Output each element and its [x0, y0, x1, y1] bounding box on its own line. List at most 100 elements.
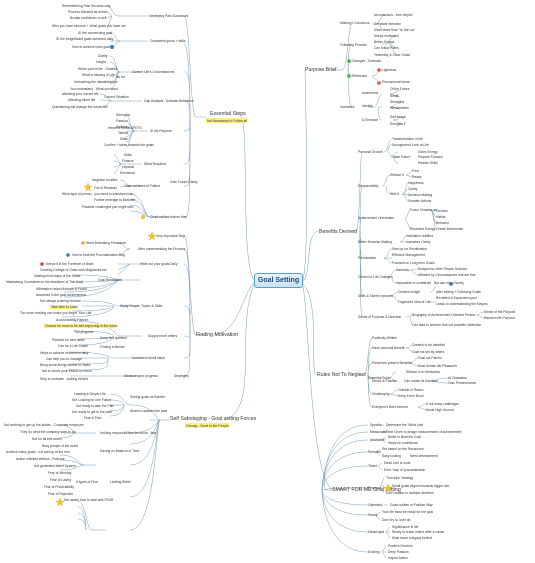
node[interactable]: With it — [390, 192, 399, 196]
node[interactable]: Much more than 'Yo the Lot' — [374, 28, 415, 32]
node[interactable]: The progress — [74, 330, 94, 334]
node[interactable]: Desire & Passion — [372, 379, 397, 383]
node[interactable]: Transformation in life — [392, 137, 423, 141]
node[interactable]: Error 'trap' of procrastination — [384, 468, 426, 472]
node[interactable]: Support from others — [148, 334, 177, 338]
node[interactable]: Determine the 'What' part — [386, 423, 423, 427]
node[interactable]: # types of Fear — [76, 480, 99, 484]
node[interactable]: Don't try to 'over do' — [382, 518, 411, 522]
node[interactable]: Effective Management — [392, 253, 425, 257]
node[interactable]: Strategies — [174, 374, 189, 378]
node[interactable]: Deep Passion — [388, 550, 409, 554]
node[interactable]: Random life Purpose — [484, 316, 515, 320]
node[interactable]: Outside of Reach — [398, 388, 424, 392]
node[interactable]: Finding a Mentor — [100, 345, 126, 349]
node[interactable]: Abilities — [116, 125, 128, 129]
node[interactable]: Fear & Pain — [84, 416, 102, 420]
node[interactable]: Which part of life - Grateful — [78, 67, 117, 71]
node[interactable]: What is missing in Life — [82, 73, 115, 77]
node[interactable]: Lightness — [382, 68, 396, 72]
node[interactable]: Goal not Painful — [418, 356, 442, 360]
node[interactable]: Clear Future — [392, 155, 410, 159]
node[interactable]: Phenomenal Ideas — [382, 80, 410, 84]
node[interactable]: Created to be satisfied — [412, 343, 445, 347]
node[interactable]: Without it — [390, 173, 404, 177]
node[interactable]: Behavior — [436, 221, 450, 225]
node[interactable]: They do what the company says to do — [20, 430, 76, 434]
node[interactable]: Seeing goals as Burden — [130, 395, 165, 399]
branch-rules-label[interactable]: Rules Not To Neglect — [317, 372, 366, 378]
node[interactable]: Yesterday & Clear Goals — [374, 53, 410, 57]
node[interactable]: Habits — [436, 215, 446, 219]
node[interactable]: Prepare Forward — [418, 155, 443, 159]
node[interactable]: Skills — [120, 137, 128, 141]
node[interactable]: Not working to get up the ladder - Corpo… — [4, 423, 84, 427]
node[interactable]: Can lead to achieve that not possible ot… — [412, 323, 481, 327]
node[interactable]: Specific — [370, 423, 382, 427]
node[interactable]: At Obstacles — [448, 376, 467, 380]
node[interactable]: Sense of the Pinpoint — [484, 310, 515, 314]
node[interactable]: Refreshes — [352, 74, 367, 78]
node[interactable]: Set based on the Resources — [382, 447, 424, 451]
node[interactable]: Responsibility — [358, 184, 379, 188]
node[interactable]: Challenging — [372, 392, 390, 396]
node[interactable]: Consistent gooal + skills — [150, 39, 186, 43]
node[interactable]: Clarity — [408, 187, 418, 191]
node[interactable]: Realize Skills — [418, 161, 438, 165]
node[interactable]: Choices — [436, 209, 448, 213]
node[interactable]: Unleashing the dissatisfaction — [74, 80, 118, 84]
node[interactable]: Ills for — [116, 75, 126, 79]
node[interactable]: ID the insignificant goals achieved dail… — [56, 37, 114, 41]
node[interactable]: Fear of Losing — [50, 478, 71, 482]
node[interactable]: Not ready to get to the path — [72, 410, 112, 414]
branch-purpose-brief-label[interactable]: Purpose Brief — [305, 67, 337, 73]
node[interactable]: Full of Rewards — [94, 186, 117, 190]
node[interactable]: Fear of Predictability — [44, 485, 74, 489]
node[interactable]: Energies ll — [390, 122, 406, 126]
node[interactable]: Affected by Circumstances that are fine — [418, 273, 476, 277]
node[interactable]: Attainable — [370, 438, 385, 442]
node[interactable]: & Enhance — [362, 118, 378, 122]
node[interactable]: Can create its direction — [404, 379, 438, 383]
node[interactable]: Consistent small steps — [132, 356, 165, 360]
node[interactable]: Negative troubles — [92, 178, 118, 182]
node[interactable]: After setting + Following Goals — [436, 290, 481, 294]
node[interactable]: Sense of Purpose & Direction — [358, 315, 401, 319]
node[interactable]: Accountability Partner — [56, 318, 89, 322]
node[interactable]: Possible challenges you might face — [82, 205, 134, 209]
node[interactable]: ID the overarching goal — [78, 31, 112, 35]
node[interactable]: Skills & Talent Improved — [358, 294, 393, 298]
node[interactable]: Passion — [116, 119, 128, 123]
node[interactable]: Unconscious - less helpful — [374, 13, 413, 17]
node[interactable]: Significance in life — [392, 525, 419, 529]
node[interactable]: Must leave a legacy behind — [392, 536, 432, 540]
node[interactable]: Strengths — [116, 113, 130, 117]
node[interactable]: Helps to achieve movement daily — [40, 351, 89, 355]
node[interactable]: Early looking — [382, 454, 401, 458]
node[interactable]: Can be a Life Coach — [58, 344, 88, 348]
node[interactable]: Organized Idea of Life — [398, 300, 431, 304]
node[interactable]: Swayed by other People Decision — [418, 267, 467, 271]
node[interactable]: Who you have become + What goals you hav… — [52, 24, 126, 28]
node[interactable]: Remembering Past Success only — [62, 4, 111, 8]
node[interactable]: Fear of Rejection — [48, 492, 73, 496]
node[interactable]: ID life Purpose — [150, 129, 172, 133]
node[interactable]: Bring some timing routine to Tasks — [40, 363, 91, 367]
node[interactable]: Belief to Beat the Goal — [388, 435, 421, 439]
node[interactable]: Optimistic — [368, 503, 383, 507]
node[interactable]: Timed — [368, 464, 377, 468]
node[interactable]: Fear of Winning — [48, 471, 71, 475]
node[interactable]: Small — [390, 94, 399, 98]
node[interactable]: Prioritization — [358, 256, 376, 260]
branch-essential-steps-label[interactable]: Essential Steps — [210, 111, 246, 117]
node[interactable]: Awareness — [362, 91, 379, 95]
node[interactable]: Better Output — [374, 40, 394, 44]
node[interactable]: What type of person - you need to transf… — [62, 192, 133, 196]
node[interactable]: Stop to motivate - looking behind — [40, 377, 88, 381]
node[interactable]: Biography of Achievement Oriented Person — [412, 313, 475, 317]
node[interactable]: But can bring Surety — [434, 281, 464, 285]
node[interactable]: Can follow Rules — [374, 46, 399, 50]
node[interactable]: physical — [122, 165, 134, 169]
node[interactable]: Keep him updated — [100, 336, 127, 340]
node[interactable]: Affecting future life — [68, 98, 95, 102]
